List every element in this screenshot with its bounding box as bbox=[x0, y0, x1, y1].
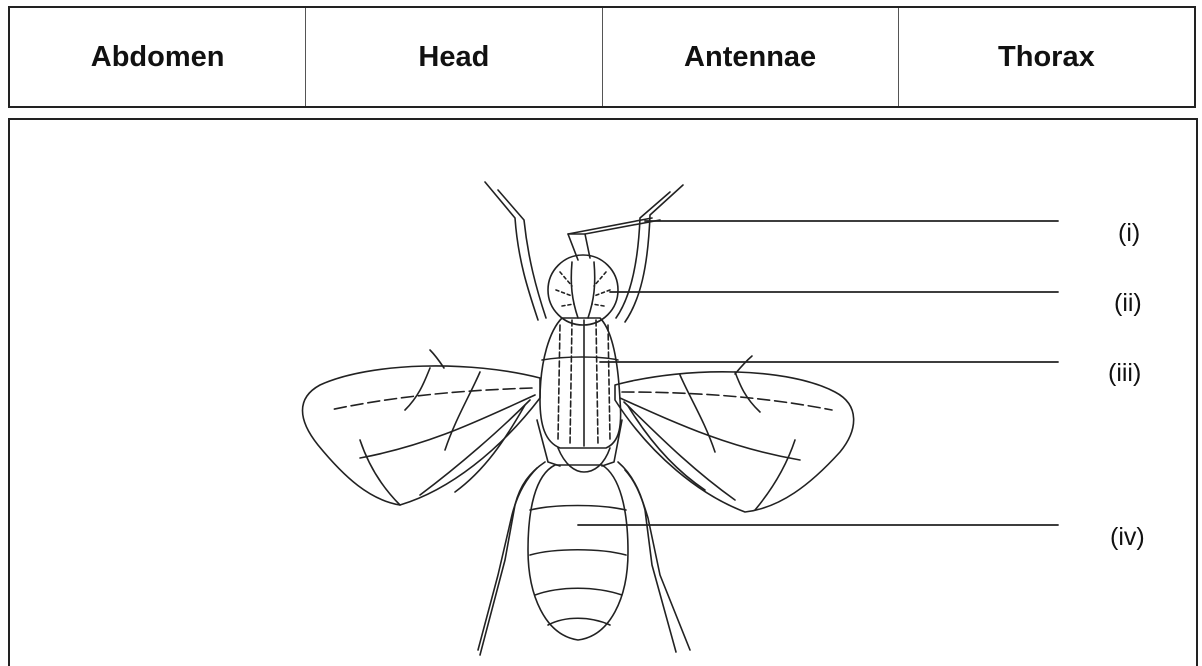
diagram-label-3: (iii) bbox=[1108, 359, 1141, 387]
head bbox=[548, 255, 618, 325]
left-wing bbox=[303, 350, 541, 505]
diagram-label-2: (ii) bbox=[1114, 289, 1142, 317]
right-wing bbox=[615, 356, 854, 512]
leader-lines bbox=[578, 221, 1058, 525]
front-legs bbox=[485, 182, 683, 322]
diagram-label-1: (i) bbox=[1118, 219, 1140, 247]
thorax bbox=[537, 318, 622, 472]
diagram-label-4: (iv) bbox=[1110, 523, 1145, 551]
antennae bbox=[568, 218, 660, 260]
abdomen bbox=[528, 465, 628, 640]
hind-legs bbox=[478, 462, 690, 655]
